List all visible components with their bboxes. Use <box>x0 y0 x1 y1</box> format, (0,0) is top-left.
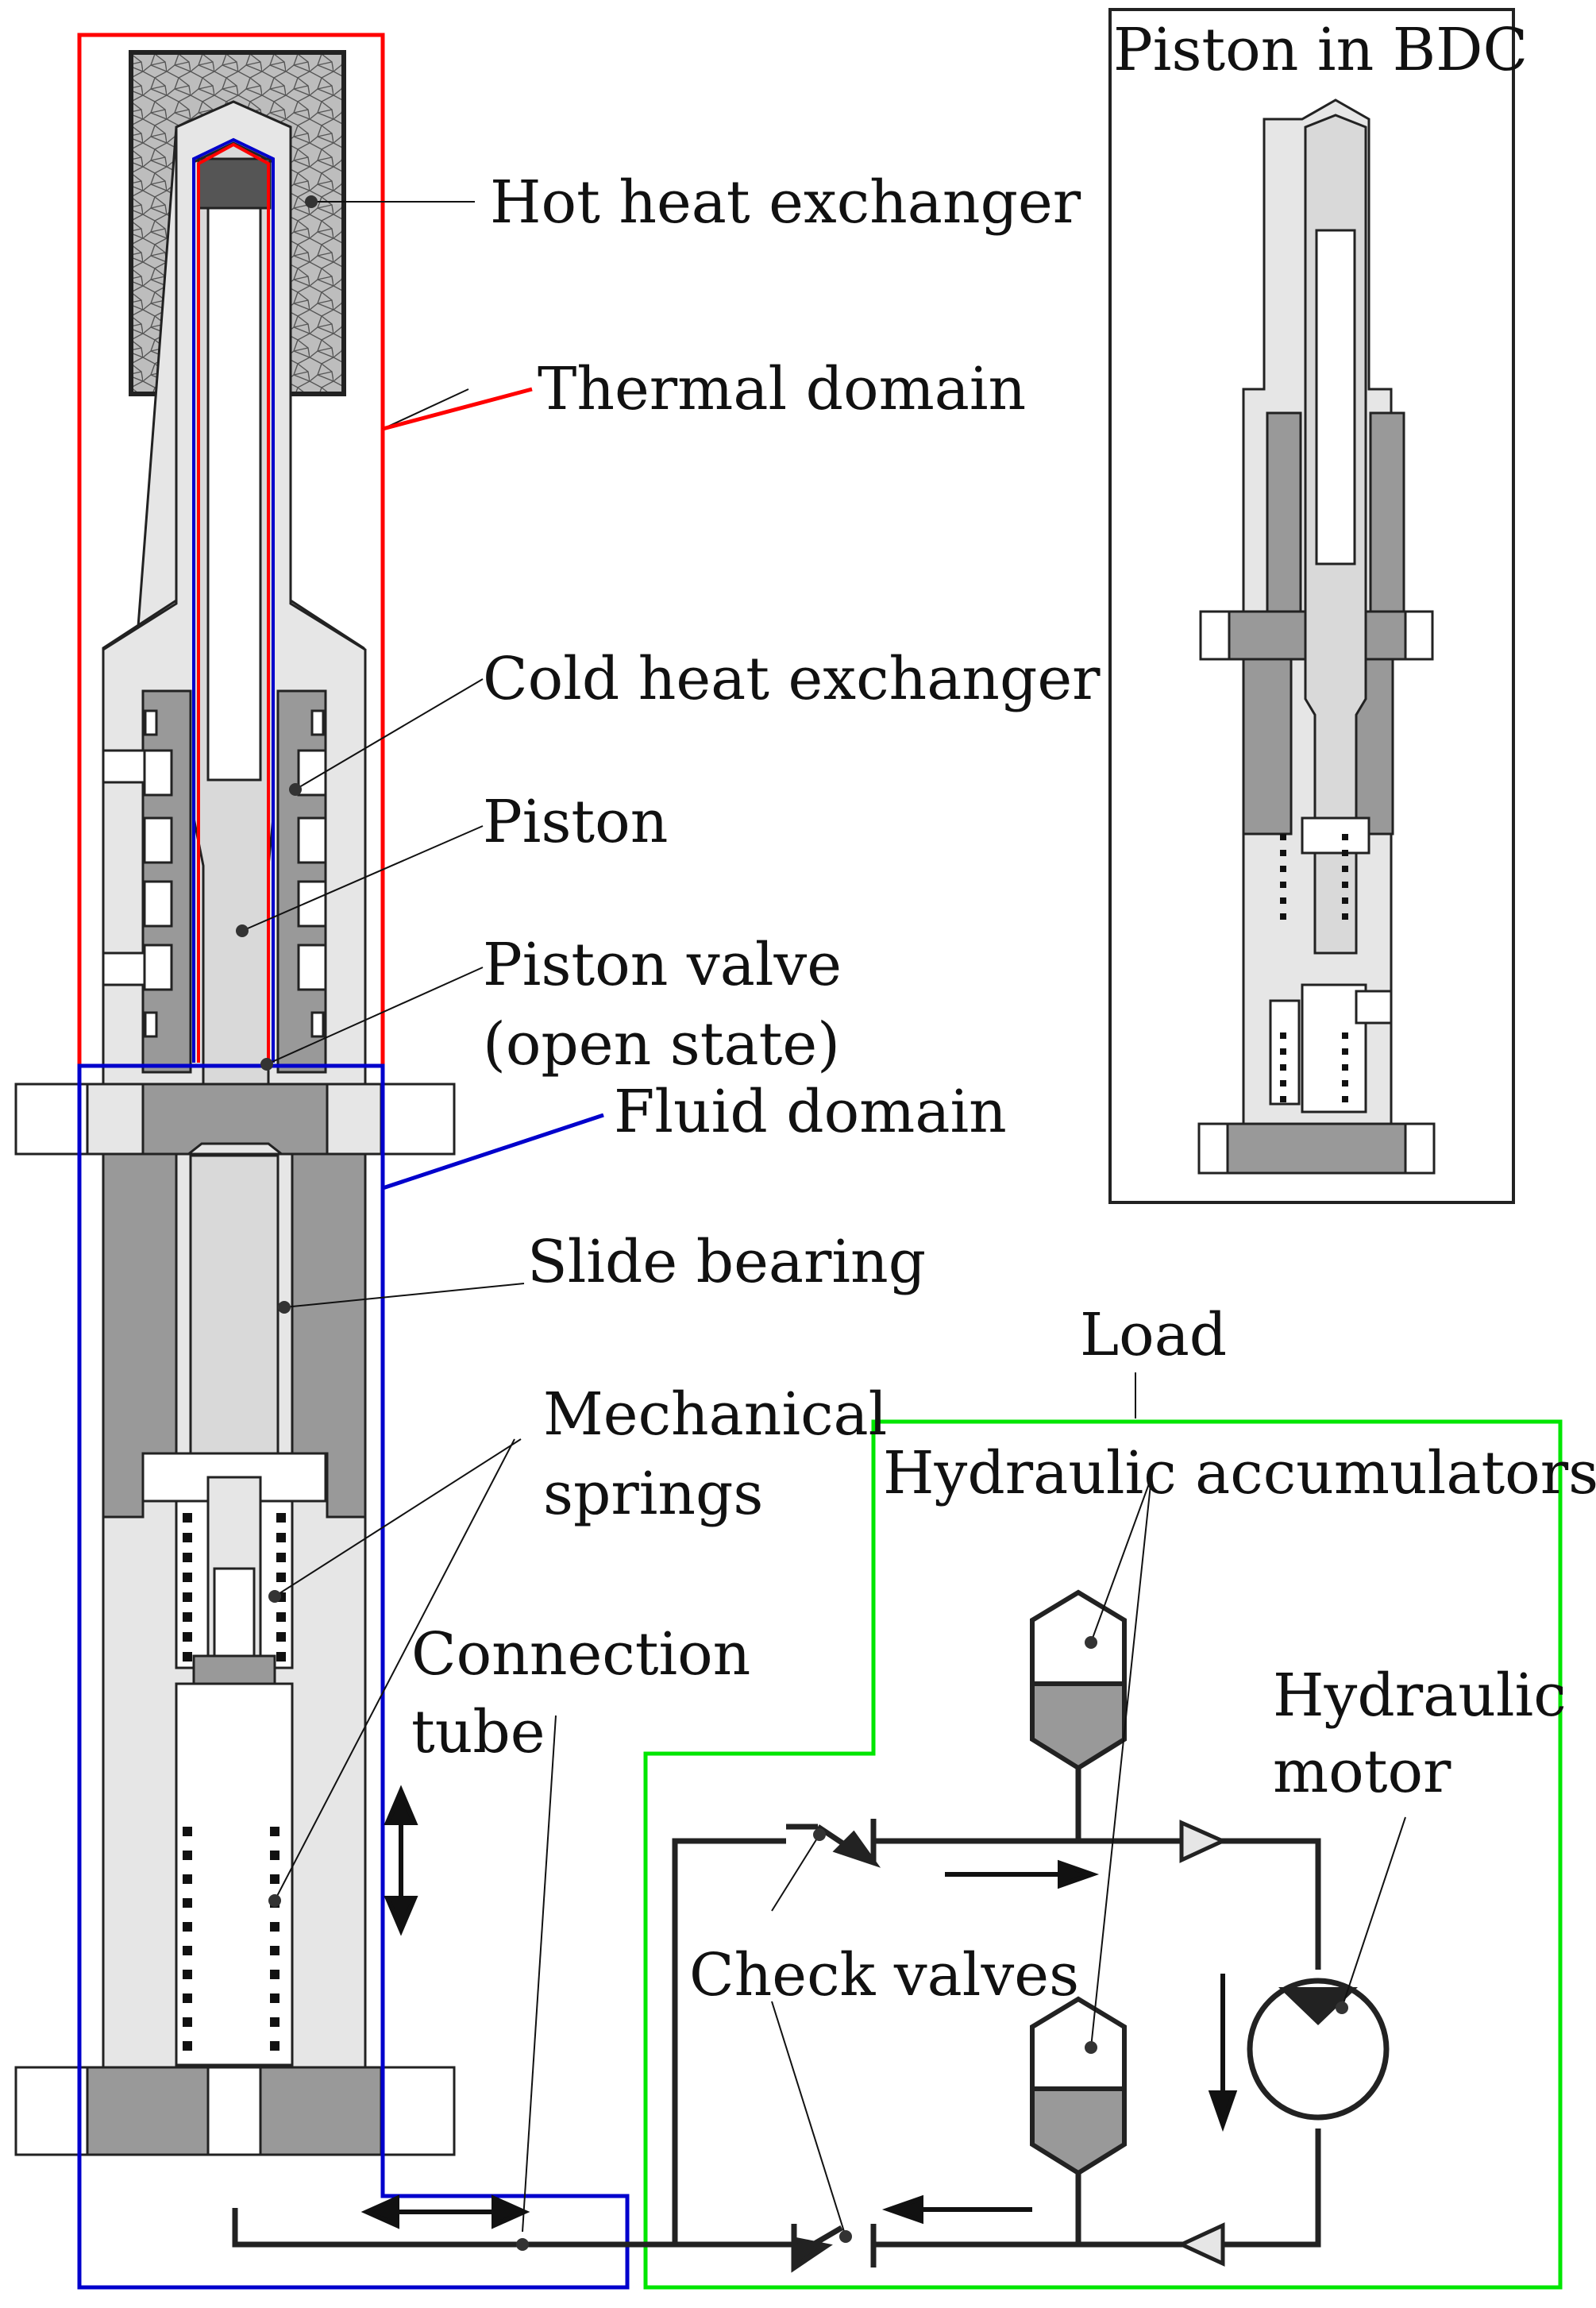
label-piston-valve-2: (open state) <box>483 1010 840 1079</box>
flow-triangle-top <box>1179 1820 1228 1863</box>
flow-triangle-bottom <box>1177 2222 1225 2267</box>
connection-tube <box>232 2208 794 2248</box>
label-cold-heat-exchanger: Cold heat exchanger <box>483 645 1101 713</box>
label-piston-valve-1: Piston valve <box>483 931 842 999</box>
label-thermal-domain: Thermal domain <box>538 355 1026 423</box>
label-piston: Piston <box>483 788 668 856</box>
label-hydraulic-motor-1: Hydraulic <box>1273 1662 1567 1730</box>
hydraulic-circuit <box>232 1763 1321 2248</box>
thermal-domain-pointer <box>382 387 533 431</box>
thermal-domain-inner-line <box>197 142 270 1063</box>
label-check-valves: Check valves <box>689 1941 1079 2009</box>
flow-arrows <box>881 1859 1238 2225</box>
fluid-domain-inner-line <box>192 137 275 1063</box>
label-connection-1: Connection <box>411 1620 750 1689</box>
leader-dots <box>236 195 1348 2251</box>
inset-piston-bdc <box>1108 8 1515 1204</box>
check-valve-top <box>786 1819 881 1868</box>
label-fluid-domain: Fluid domain <box>614 1078 1007 1146</box>
label-hot-heat-exchanger: Hot heat exchanger <box>490 168 1081 237</box>
inset-title: Piston in BDC <box>1113 16 1528 84</box>
label-hydraulic-accumulators: Hydraulic accumulators <box>883 1439 1596 1507</box>
fluid-domain-boundary <box>77 1063 630 2290</box>
hydraulic-accumulator-top <box>1030 1589 1127 1771</box>
label-connection-2: tube <box>411 1698 545 1766</box>
label-slide-bearing: Slide bearing <box>527 1228 926 1296</box>
displacer-bore <box>206 206 262 782</box>
check-valve-bottom <box>791 2224 877 2273</box>
engine-cross-section <box>14 50 456 2156</box>
lower-springs <box>183 1827 279 2051</box>
piston-motion-arrow <box>384 1785 418 1936</box>
hydraulic-motor <box>1247 1978 1390 2121</box>
hydraulic-accumulator-bottom <box>1030 1996 1127 2176</box>
label-mechanical-2: springs <box>543 1460 763 1528</box>
upper-springs <box>183 1513 286 1662</box>
load-boundary <box>643 1419 1563 2290</box>
fluid-domain-pointer <box>382 1113 604 1191</box>
tube-flow-arrow <box>360 2194 530 2229</box>
label-load: Load <box>1080 1301 1227 1369</box>
label-hydraulic-motor-2: motor <box>1273 1738 1451 1806</box>
slide-bearing <box>189 1154 279 1455</box>
label-mechanical-1: Mechanical <box>543 1380 887 1449</box>
